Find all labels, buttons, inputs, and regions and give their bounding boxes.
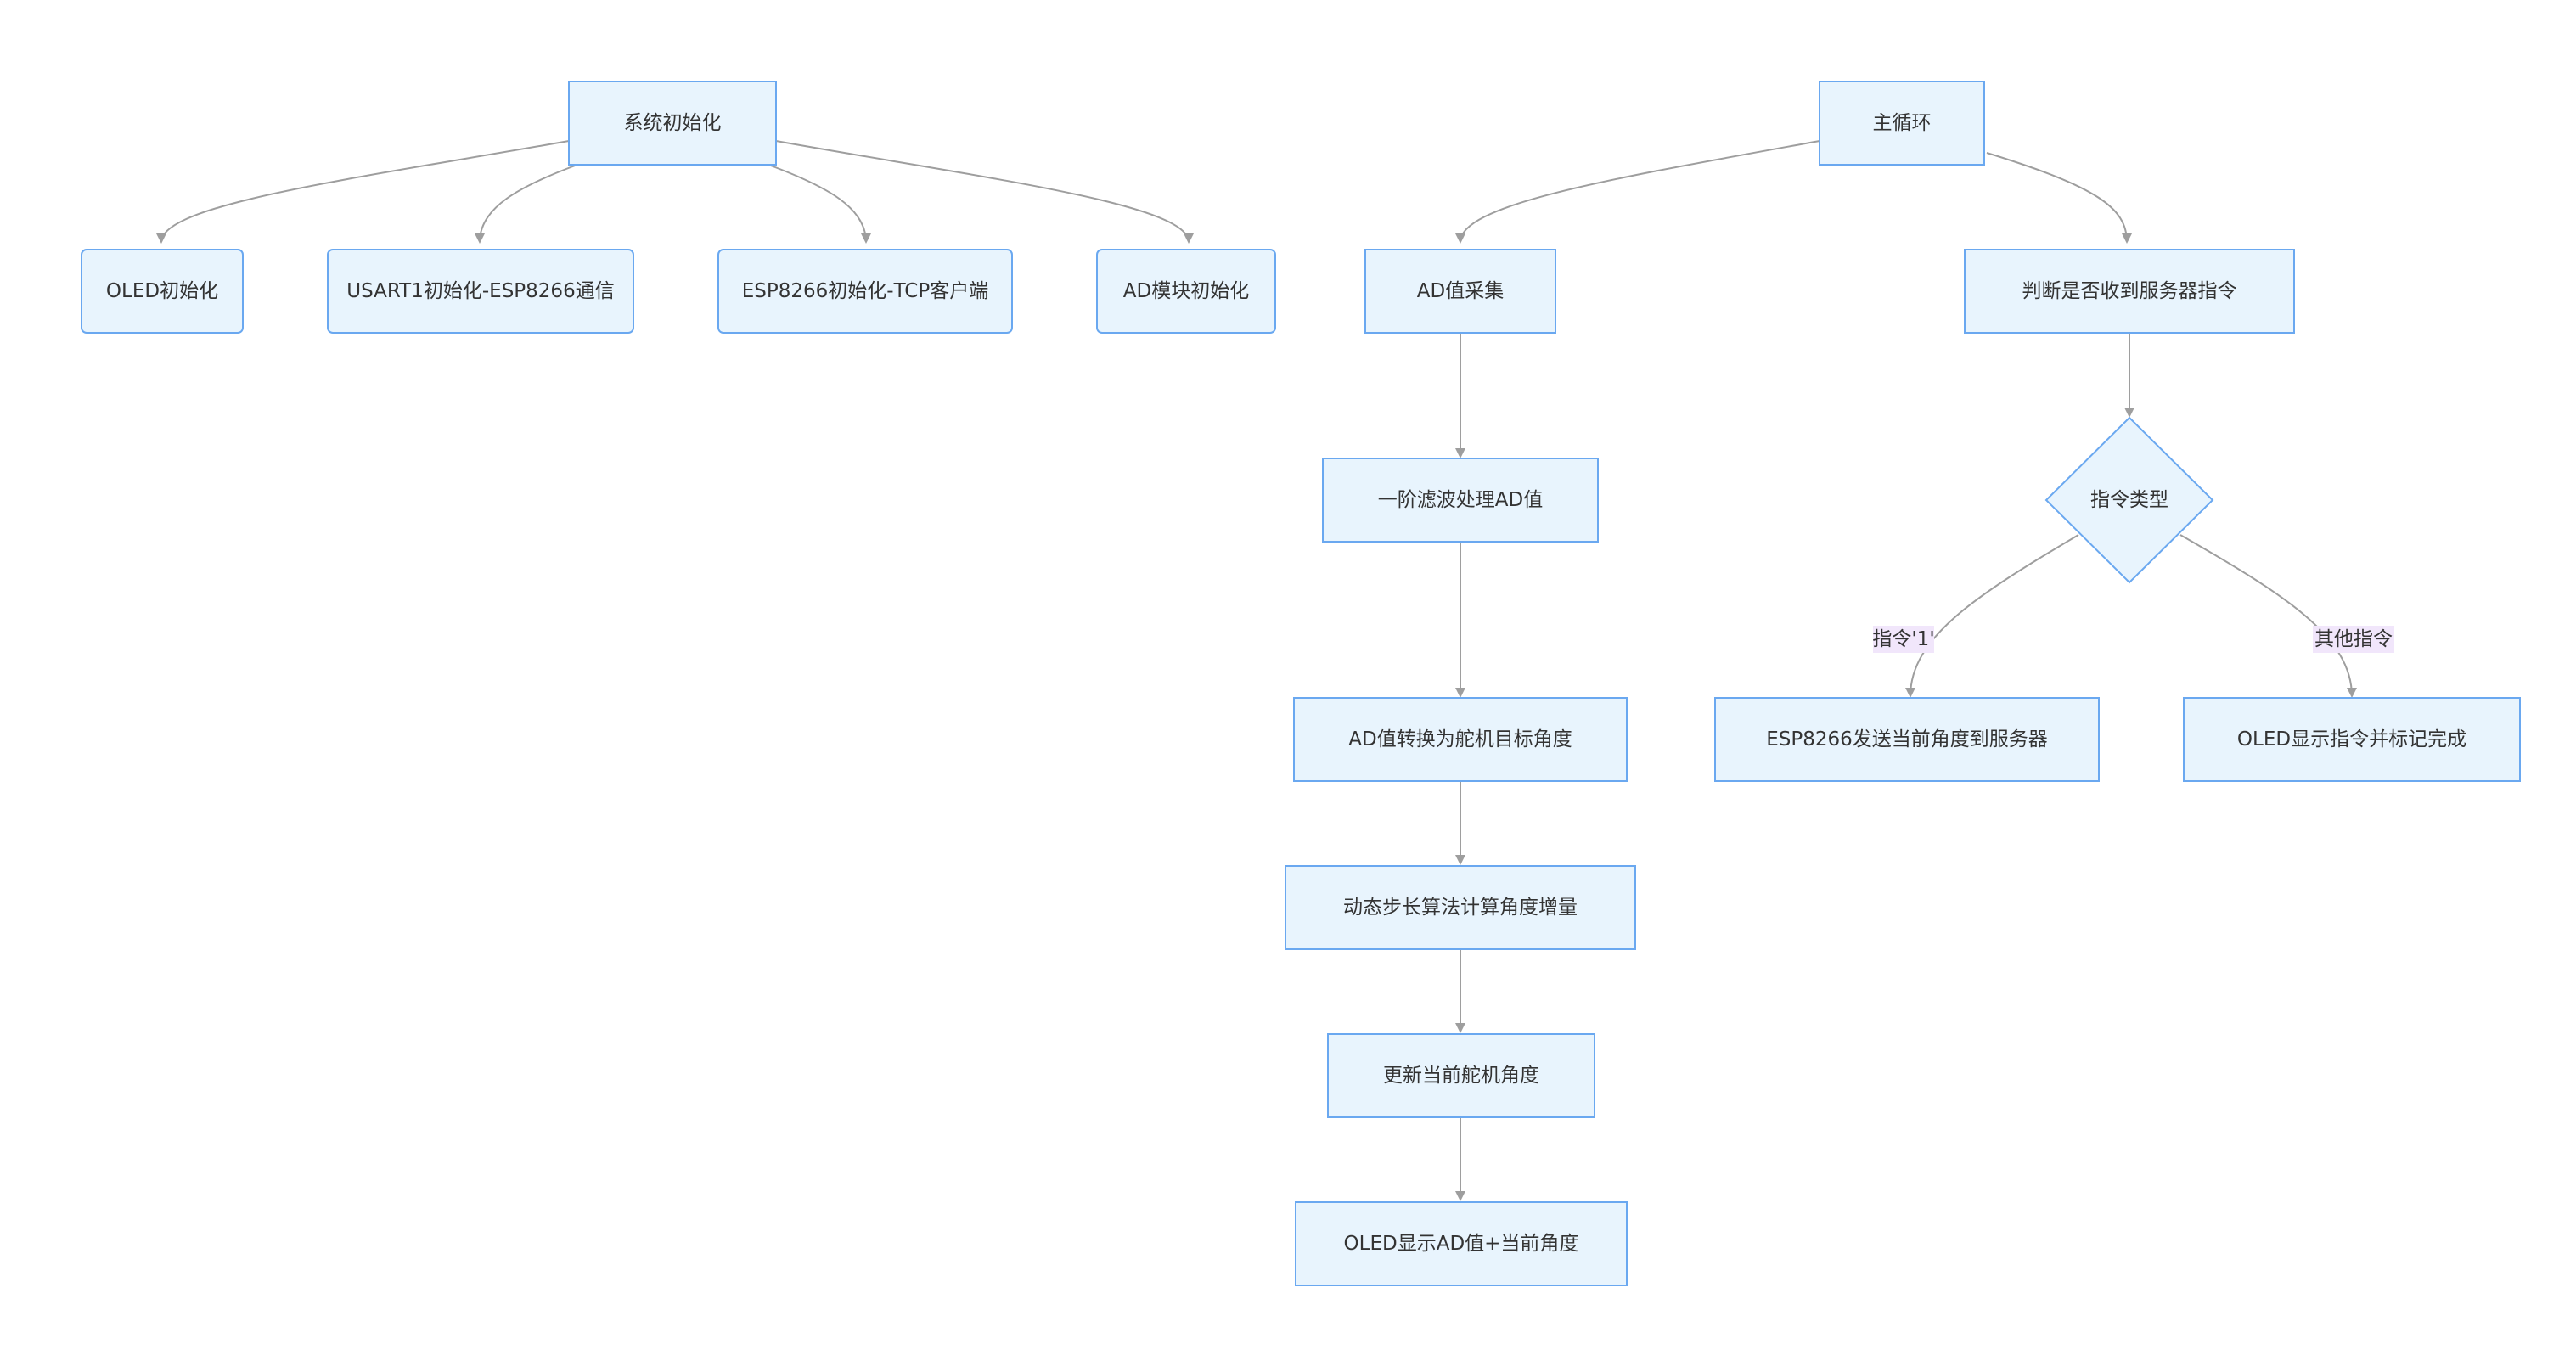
svg-text:其他指令: 其他指令 [2314,628,2393,650]
node-oled-show: OLED显示AD值+当前角度 [1295,1201,1628,1286]
node-update-angle: 更新当前舵机角度 [1327,1033,1595,1118]
node-convert: AD值转换为舵机目标角度 [1293,697,1628,782]
svg-text:ESP8266初始化-TCP客户端: ESP8266初始化-TCP客户端 [742,280,988,302]
node-usart-init: USART1初始化-ESP8266通信 [327,249,634,334]
edge-label-cmd1: 指令'1' [1872,626,1935,653]
node-esp-send: ESP8266发送当前角度到服务器 [1714,697,2100,782]
node-ad-init: AD模块初始化 [1096,249,1276,334]
node-main-loop: 主循环 [1819,81,1985,166]
edge-sysinit-esp [768,164,871,244]
node-check-command: 判断是否收到服务器指令 [1964,249,2295,334]
svg-text:AD值转换为舵机目标角度: AD值转换为舵机目标角度 [1348,728,1572,751]
svg-text:系统初始化: 系统初始化 [624,112,722,134]
svg-text:更新当前舵机角度: 更新当前舵机角度 [1383,1065,1539,1087]
svg-text:AD模块初始化: AD模块初始化 [1123,280,1249,302]
node-filter: 一阶滤波处理AD值 [1322,458,1599,543]
svg-text:指令'1': 指令'1' [1872,628,1934,650]
edge-label-other: 其他指令 [2313,626,2394,653]
edge-sysinit-oled [156,140,570,244]
svg-text:判断是否收到服务器指令: 判断是否收到服务器指令 [2022,280,2237,302]
node-oled-init: OLED初始化 [81,249,244,334]
svg-text:主循环: 主循环 [1873,112,1932,134]
edge-cmdtype-oledcmd [2179,534,2357,698]
edge-sysinit-usart [475,164,578,244]
svg-text:动态步长算法计算角度增量: 动态步长算法计算角度增量 [1343,897,1578,919]
svg-text:OLED显示指令并标记完成: OLED显示指令并标记完成 [2237,728,2466,751]
edge-sysinit-ad [775,140,1194,244]
node-esp-init: ESP8266初始化-TCP客户端 [717,249,1013,334]
node-ad-sample: AD值采集 [1364,249,1556,334]
svg-text:OLED显示AD值+当前角度: OLED显示AD值+当前角度 [1344,1233,1579,1255]
edge-cmdtype-espsend [1905,534,2079,698]
svg-text:指令类型: 指令类型 [2090,489,2168,511]
node-oled-command: OLED显示指令并标记完成 [2183,697,2521,782]
svg-text:一阶滤波处理AD值: 一阶滤波处理AD值 [1378,489,1543,511]
svg-text:OLED初始化: OLED初始化 [106,280,218,302]
svg-text:USART1初始化-ESP8266通信: USART1初始化-ESP8266通信 [346,280,614,302]
svg-text:AD值采集: AD值采集 [1417,280,1504,302]
edge-mainloop-checkcmd [1986,152,2132,244]
svg-text:ESP8266发送当前角度到服务器: ESP8266发送当前角度到服务器 [1766,728,2048,751]
edge-mainloop-adsample [1455,140,1820,244]
node-command-type: 指令类型 [2044,416,2214,584]
node-system-init: 系统初始化 [568,81,777,166]
node-dynamic-step: 动态步长算法计算角度增量 [1285,865,1636,950]
